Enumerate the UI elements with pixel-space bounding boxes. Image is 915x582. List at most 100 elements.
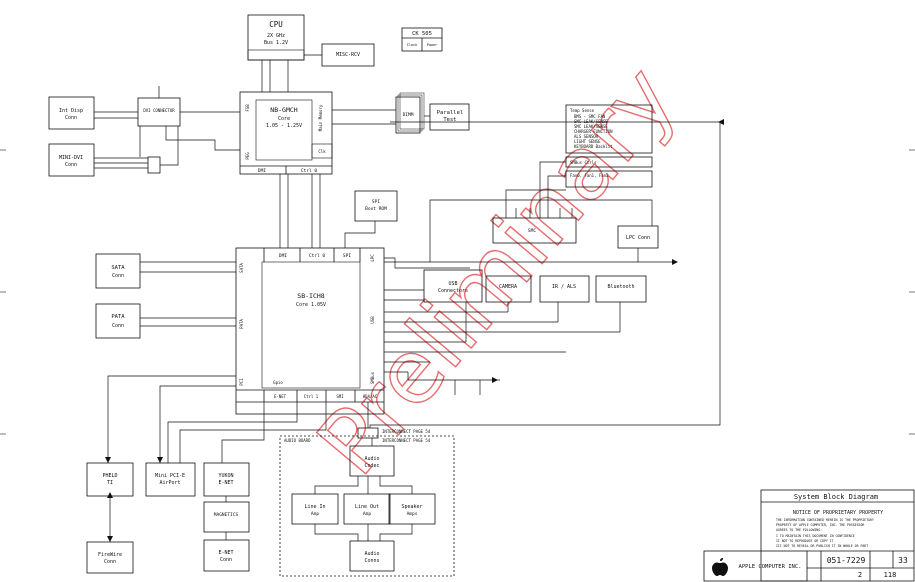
smbus-row-label: SMBus Ctrls [570,160,597,165]
fan-row-label: Fan0, Fan1, Fan2 [570,173,609,178]
yukon-title: YUKON [218,473,233,479]
firewire-conn-sub: Conn [104,559,116,565]
mini-dvi-conn-block [48,143,95,177]
line-out-title: Line Out [355,504,379,510]
dimm-block [395,92,425,134]
drawing-number: 051-7229 [827,556,866,565]
mini-dvi-title: MINI-DVI [59,155,83,161]
usb-conn-sub: Connectors [438,288,468,294]
apple-logo-icon [712,558,728,576]
nb-title: NB-GMCH [270,106,297,114]
frame-ticks [0,149,915,435]
line-in-sub: Amp [311,511,319,517]
pata-conn-block [95,303,141,339]
sb-right-usb: USB [370,316,375,324]
sheet-number: 2 [858,571,862,579]
pata-conn-sub: Conn [112,323,124,329]
yukon-enet-block [203,462,250,497]
parallel-title: Parallel [437,110,464,116]
sb-right-smbus: SMBus [370,371,375,384]
magnetics-label: MAGNETICS [214,512,239,518]
camera-block [485,275,532,303]
nb-sub1: Core [278,116,290,122]
dvi-connector-label: DVI CONNECTOR [143,108,175,113]
thermal-line-1: BMS - SMC FAN [574,114,606,119]
yukon-sub: E-NET [218,480,233,486]
int-disp-sub: Conn [65,115,77,121]
title-block-line-3: AGREES TO THE FOLLOWING: [776,528,822,532]
sb-bottom-gpio: Gpio [273,380,283,385]
audio-board-region [279,435,455,577]
misc-label: MISC-RCV [336,52,360,58]
title-block-line-5: II NOT TO REPRODUCE OR COPY IT [776,539,834,543]
ck505-clock: Clock [407,43,418,47]
nb-ctrl: Ctrl 0 [301,168,318,174]
mini-dvi-sub: Conn [65,162,77,168]
sb-spi: SPI [343,253,351,259]
nb-left-peg: PEG [245,152,250,160]
sb-dmi: DMI [279,253,287,259]
speaker-title: Speaker [401,504,422,510]
sb-bottom-hda: HDA/AC [363,394,378,399]
bluetooth-label: Bluetooth [607,284,634,290]
line-out-amp-block [343,493,391,525]
spi-rom-sub: Boot ROM [365,206,387,212]
firewire-phy-title: PHELD [102,473,117,479]
sb-bottom-ctrl1: Ctrl 1 [304,394,319,399]
sb-title: SB-ICH8 [297,292,324,300]
interconnect-label-2: INTERCONNECT PAGE 54 [382,438,431,443]
sb-bottom-enet: E-NET [274,394,287,399]
thermal-line-5: ALS SENSOR [574,134,599,139]
smc-label: SMC [528,228,536,234]
parallel-sub: Test [443,117,456,123]
camera-label: CAMERA [499,284,517,290]
thermal-block [565,104,653,154]
sb-left-pata: PATA [239,319,244,329]
sb-right-lpc: LPC [370,254,375,262]
thermal-line-4: CHARGER FUNCTION [574,129,613,134]
mini-pcie-title: Mini PCI-E [155,473,185,479]
sb-left-sata: SATA [239,263,244,273]
sb-bottom-smi: SMI [336,394,344,399]
audio-codec-sub: Codec [364,463,379,469]
enet-conn-sub: Conn [220,557,232,563]
thermal-line-7: KEYBOARD Backlit [574,144,613,149]
cpu-title: CPU [269,20,283,29]
sata-conn-block [95,253,141,289]
mini-pcie-sub: AirPort [159,480,180,486]
title-block-notice: NOTICE OF PROPRIETARY PROPERTY [793,510,883,516]
nb-block [239,91,333,175]
firewire-conn-title: FireWire [98,552,122,558]
sata-conn-sub: Conn [112,273,124,279]
bluetooth-block [595,275,647,303]
ck505-block [401,27,443,52]
int-disp-title: Int Disp [59,108,83,114]
nb-clk: Clk [318,149,326,154]
interconnect-label-1: INTERCONNECT PAGE 54 [382,429,431,434]
title-block: System Block Diagram NOTICE OF PROPRIETA… [739,493,908,579]
title-block-line-2: PROPERTY OF APPLE COMPUTER, INC. THE POS… [776,523,864,527]
nb-right-memory: Main Memory [318,104,323,131]
block-labels: CPU 2X GHz Bus 1.2V MISC-RCV CK 505 Cloc… [59,20,650,565]
line-in-title: Line In [304,504,325,510]
spi-rom-title: SPI [372,199,380,205]
title-block-title: System Block Diagram [794,493,878,501]
dimm-label: DIMM [403,112,414,118]
ir-als-label: IR / ALS [552,284,576,290]
company-name: APPLE COMPUTER INC. [739,564,802,570]
pata-conn-title: PATA [111,314,125,320]
title-block-line-1: THE INFORMATION CONTAINED HEREIN IS THE … [776,518,874,522]
audio-codec-title: Audio [364,456,379,462]
nb-sub2: 1.05 - 1.25V [266,123,302,129]
mini-pcie-airport-block [145,462,196,497]
smc-block [492,217,577,244]
thermal-title: Temp Sense [570,108,595,113]
title-block-line-6: III NOT TO REVEAL OR PUBLISH IT IN WHOLE… [776,544,868,548]
sb-block [235,247,385,415]
cpu-sub2: Bus 1.2V [264,40,288,46]
audio-conns-title: Audio [364,551,379,557]
lpc-conn-label: LPC Conn [626,235,650,241]
spi-rom-block [354,190,398,222]
arrowheads [105,119,724,542]
